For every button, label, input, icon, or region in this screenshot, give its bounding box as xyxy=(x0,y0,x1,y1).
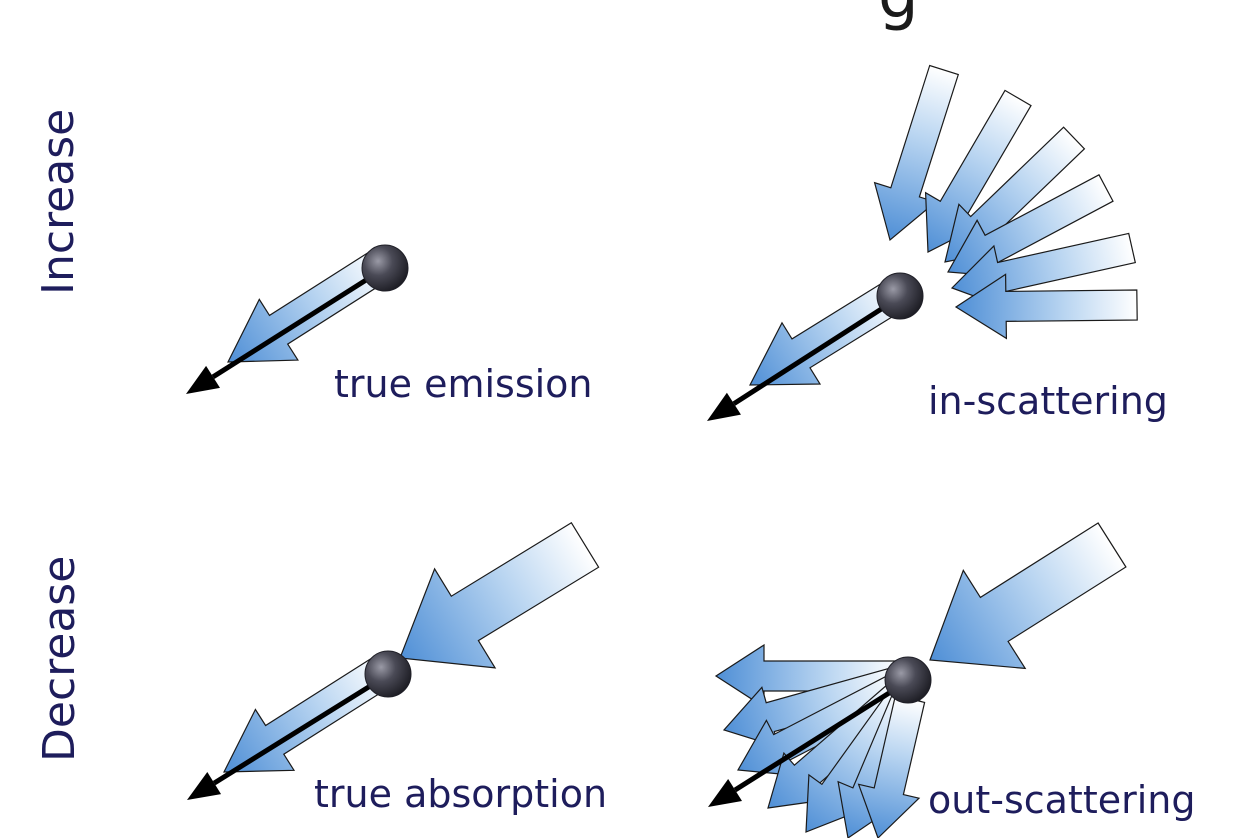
caption-out-scattering: out-scattering xyxy=(928,778,1196,822)
absorption-ray-line xyxy=(212,672,390,786)
in-scatter-arrow-1 xyxy=(873,64,960,242)
absorption-particle xyxy=(364,650,412,698)
row-label-increase: Increase xyxy=(33,108,84,295)
in-scatter-particle xyxy=(876,272,924,320)
absorption-incoming-arrow xyxy=(399,521,600,669)
out-scatter-ray-head xyxy=(708,778,743,807)
slide-title-fragment: g xyxy=(878,0,919,28)
in-scatter-ray-head xyxy=(707,392,741,421)
emission-particle xyxy=(361,244,409,292)
absorption-ray-head xyxy=(187,772,222,800)
out-scatter-ray-line xyxy=(733,680,907,793)
row-label-decrease: Decrease xyxy=(34,555,85,762)
in-scatter-arrow-6 xyxy=(954,273,1138,340)
emission-ray-head xyxy=(186,365,220,394)
caption-true-emission: true emission xyxy=(334,362,593,406)
out-scatter-incoming-arrow xyxy=(929,522,1127,670)
emission-ray-line xyxy=(211,265,387,379)
caption-in-scattering: in-scattering xyxy=(928,379,1168,423)
out-scatter-particle xyxy=(884,656,932,704)
caption-true-absorption: true absorption xyxy=(314,772,608,816)
out-scatter-arrow-7 xyxy=(857,694,926,838)
in-scatter-ray-line xyxy=(732,294,902,406)
